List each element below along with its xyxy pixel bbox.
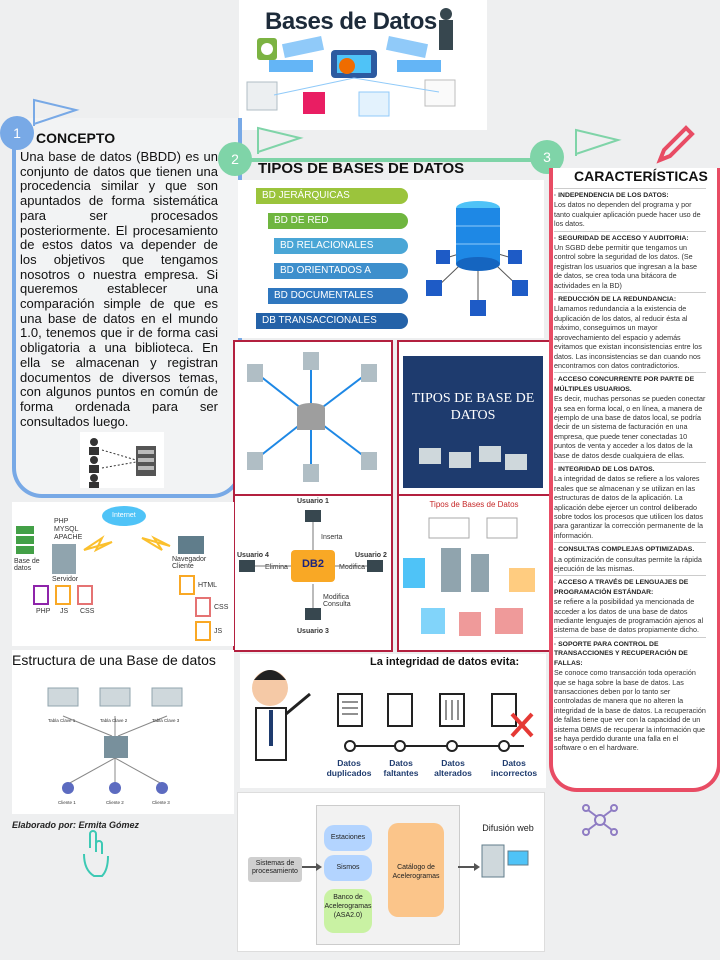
php-label: PHP: [36, 608, 51, 615]
hand-pointer-icon: [83, 830, 109, 877]
catalog-label: Catálogo de Acelerogramas: [392, 864, 440, 880]
tipo-item: BD JERÁRQUICAS: [256, 188, 408, 204]
network-db-image: [233, 340, 393, 496]
estructura-panel: Estructura de una Base de datos Tabla Cl…: [12, 650, 234, 814]
user-label: Usuario 4: [237, 552, 269, 559]
computers-icon: [419, 446, 527, 470]
tipo-item: BD DOCUMENTALES: [268, 288, 408, 304]
carac-title: CARACTERÍSTICAS: [574, 168, 708, 184]
table-label: Tabla Clave 3: [152, 718, 180, 723]
db2-graphic: [239, 510, 383, 620]
slide-title: TIPOS DE BASE DE DATOS: [411, 391, 535, 423]
action-label: Inserta: [321, 534, 343, 541]
source-box: Sistemas de procesamiento: [248, 857, 302, 882]
tipo-item: BD DE RED: [268, 213, 408, 229]
db2-center: DB2: [301, 558, 324, 570]
client-label: Cliente 2: [106, 800, 124, 805]
tipos-badge: 2: [218, 142, 252, 176]
network-illustration: [246, 8, 456, 117]
user-label: Usuario 2: [355, 552, 387, 559]
web-label: Difusión web: [482, 823, 534, 833]
user-label: Usuario 3: [297, 628, 329, 635]
integridad-item: Datos duplicados: [326, 758, 372, 778]
tipo-item: DB TRANSACCIONALES: [256, 313, 408, 329]
flag-icon: [575, 128, 622, 156]
integridad-panel: La integridad de datos evita: Datos dupl…: [240, 654, 546, 788]
sismos-cylinder: Sismos: [324, 855, 372, 881]
caracteristicas-panel: [549, 168, 720, 792]
users-server-icon: [80, 432, 164, 488]
flag-icon: [257, 126, 304, 154]
carac-section: · CONSULTAS COMPLEJAS OPTIMIZADAS.La opt…: [554, 542, 706, 573]
table-label: Tabla Clave 2: [100, 718, 128, 723]
network-nodes-icon: [582, 804, 618, 836]
tipos-diagram: Tipos de Bases de Datos: [397, 494, 551, 652]
css-label: CSS: [214, 604, 229, 611]
action-label: Modifica: [339, 564, 366, 571]
action-label: Modifica Consulta: [323, 594, 351, 608]
internet-label: Internet: [112, 512, 136, 519]
tipos-connector: [234, 158, 544, 162]
server-label: Servidor: [52, 576, 79, 583]
carac-body: · INDEPENDENCIA DE LOS DATOS:Los datos n…: [554, 186, 706, 753]
pencil-icon: [656, 125, 695, 164]
estructura-title: Estructura de una Base de datos: [12, 652, 216, 668]
tipo-item: BD RELACIONALES: [274, 238, 408, 254]
user-label: Usuario 1: [297, 498, 329, 505]
carac-section: · SEGURIDAD DE ACCESO Y AUDITORIA:Un SGB…: [554, 230, 706, 290]
db-label: Base de datos: [14, 558, 40, 572]
db2-diagram: Usuario 1 Usuario 2 Usuario 3 Usuario 4 …: [233, 494, 393, 652]
tipos-list-panel: BD JERÁRQUICAS BD DE RED BD RELACIONALES…: [238, 180, 544, 338]
concept-title: CONCEPTO: [36, 130, 116, 146]
estaciones-cylinder: Estaciones: [324, 825, 372, 851]
catalog-cylinder: [388, 823, 444, 917]
author-credit: Elaborado por: Ermita Gómez: [12, 820, 140, 830]
integridad-item: Datos incorrectos: [490, 758, 538, 778]
client-label: Cliente 1: [58, 800, 76, 805]
banco-cylinder: Banco de Acelerogramas (ASA2.0): [324, 889, 372, 933]
tipos-title: TIPOS DE BASES DE DATOS: [258, 160, 465, 177]
concept-text: Una base de datos (BBDD) es un conjunto …: [20, 149, 218, 429]
action-label: Elimina: [265, 564, 288, 571]
tipos-diagram-title: Tipos de Bases de Datos: [429, 500, 519, 509]
integridad-graphic: [252, 670, 534, 761]
carac-section: · REDUCCIÓN DE LA REDUNDANCIA:Llamamos r…: [554, 292, 706, 370]
js-label: JS: [214, 628, 223, 635]
db-network-icon: [247, 352, 377, 482]
tipo-item: BD ORIENTADOS A OBJETOS: [274, 263, 408, 292]
carac-section: · ACCESO A TRAVÉS DE LENGUAJES DE PROGRA…: [554, 575, 706, 634]
css-label: CSS: [80, 608, 95, 615]
html-label: HTML: [198, 582, 218, 589]
tipos-diagram-graphic: [403, 517, 535, 636]
integridad-item: Datos faltantes: [383, 758, 419, 778]
flujo-arrows: [302, 844, 529, 878]
integridad-item: Datos alterados: [434, 758, 472, 778]
web-architecture-graphic: [16, 506, 211, 641]
carac-section: · SOPORTE PARA CONTROL DE TRANSACCIONES …: [554, 636, 706, 753]
flag-icon: [33, 98, 80, 126]
flujo-diagram: Sistemas de procesamiento Estaciones Sis…: [237, 792, 545, 952]
table-label: Tabla Clave 1: [48, 718, 76, 723]
carac-section: · INTEGRIDAD DE LOS DATOS.La integridad …: [554, 461, 706, 540]
integridad-title: La integridad de datos evita:: [370, 656, 520, 668]
client-label: Navegador Cliente: [172, 556, 207, 570]
estructura-graphic: [47, 687, 183, 794]
client-label: Cliente 3: [152, 800, 170, 805]
js-label: JS: [60, 608, 69, 615]
database-cylinders-icon: [426, 201, 528, 316]
header-banner: Bases de Datos: [239, 0, 487, 130]
page-title: Bases de Datos: [265, 8, 437, 35]
carac-section: · INDEPENDENCIA DE LOS DATOS:Los datos n…: [554, 188, 706, 229]
concept-badge: 1: [0, 116, 34, 150]
tipos-slide: TIPOS DE BASE DE DATOS: [397, 340, 551, 496]
carac-section: · ACCESO CONCURRENTE POR PARTE DE MÚLTIP…: [554, 372, 706, 460]
